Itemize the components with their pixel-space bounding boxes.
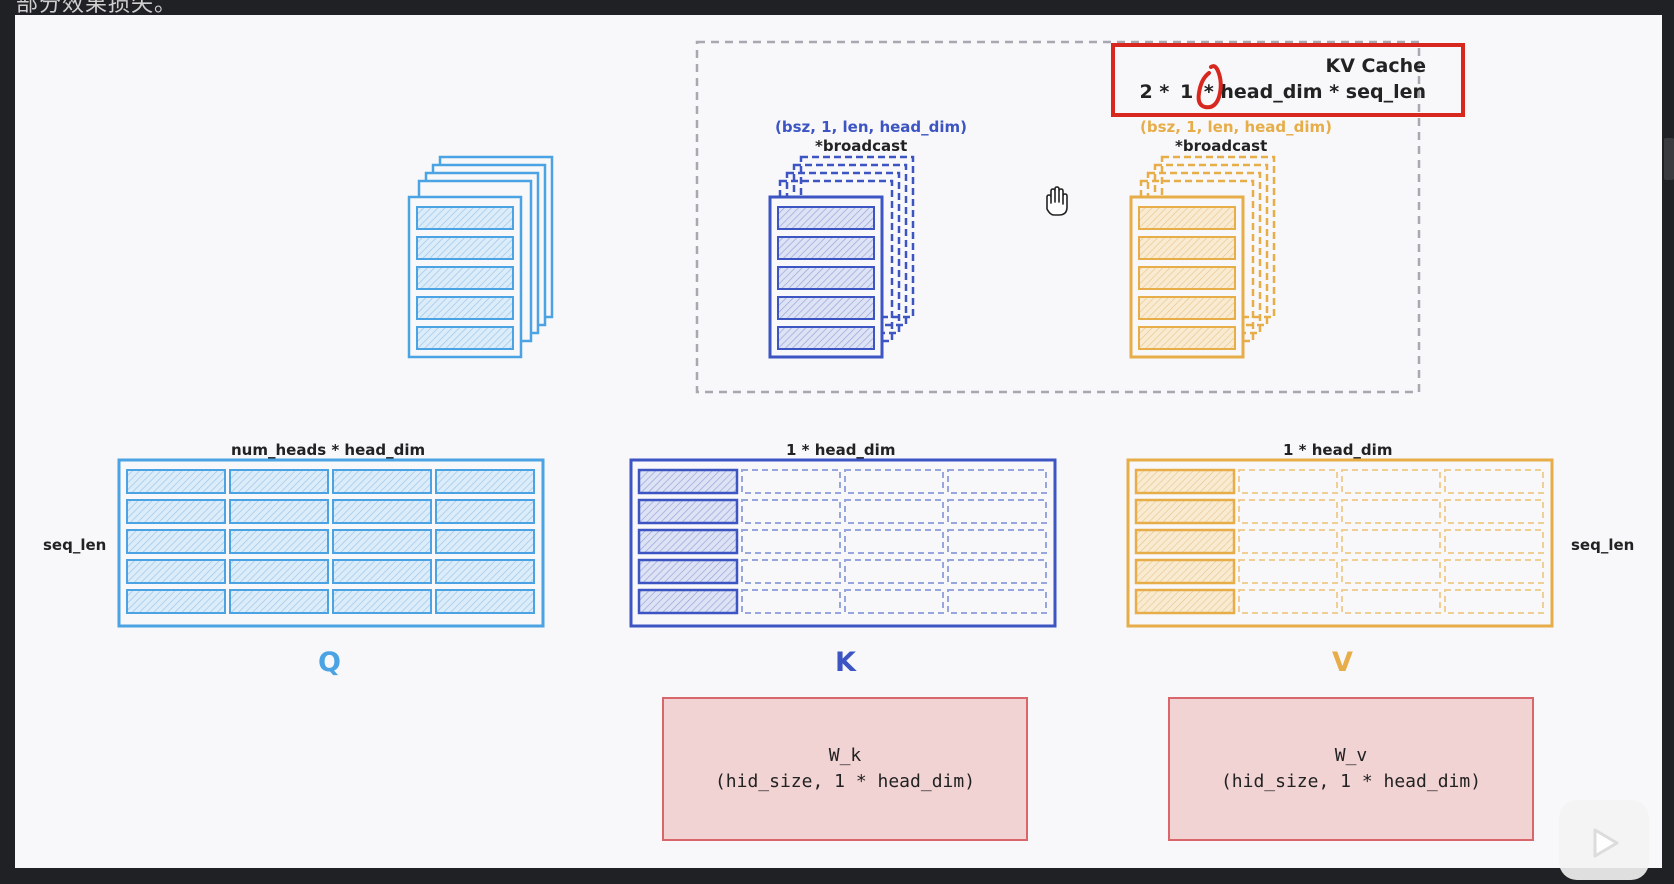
w-k-shape: (hid_size, 1 * head_dim): [714, 771, 976, 792]
w-v-name: W_v: [1334, 745, 1368, 766]
w-k-box: W_k (hid_size, 1 * head_dim): [662, 697, 1028, 841]
diagram-canvas: KV Cache 2 * 1 * head_dim * seq_len (bsz…: [15, 15, 1662, 868]
k-head-stack: [768, 155, 915, 359]
k-matrix-top-label: 1 * head_dim: [786, 441, 896, 459]
play-button[interactable]: [1559, 800, 1649, 880]
v-matrix-name: V: [1332, 647, 1353, 678]
q-head-stack: [407, 155, 554, 359]
k-matrix: [629, 458, 1057, 628]
k-stack-shape-label: (bsz, 1, len, head_dim): [775, 118, 968, 136]
q-matrix: [117, 458, 545, 628]
q-matrix-side-label: seq_len: [43, 536, 107, 554]
top-caption: 部分效果损失。: [16, 0, 178, 17]
kv-cache-formula-post: * head_dim * seq_len: [1203, 81, 1426, 103]
v-matrix-side-label: seq_len: [1571, 536, 1635, 554]
kv-cache-title: KV Cache: [1325, 55, 1426, 77]
play-icon: [1593, 828, 1619, 858]
w-v-shape: (hid_size, 1 * head_dim): [1220, 771, 1482, 792]
v-matrix-top-label: 1 * head_dim: [1283, 441, 1393, 459]
kv-cache-formula-pre: 2 *: [1139, 81, 1170, 103]
v-matrix: [1126, 458, 1554, 628]
kv-cache-highlight-box: [1111, 43, 1465, 117]
v-head-stack: [1129, 155, 1276, 359]
kv-cache-region: [695, 40, 1421, 394]
v-stack-shape-label: (bsz, 1, len, head_dim): [1140, 118, 1333, 136]
k-matrix-name: K: [835, 647, 856, 678]
q-matrix-name: Q: [318, 647, 341, 678]
diagram-svg: [117, 40, 1554, 628]
handwritten-circle-annotation: [1196, 64, 1223, 110]
q-matrix-top-label: num_heads * head_dim: [231, 441, 426, 459]
v-stack-broadcast-note: *broadcast: [1175, 137, 1268, 155]
kv-cache-annotated-digit: 1: [1179, 81, 1194, 103]
kv-cache-formula: 2 * 1 * head_dim * seq_len: [1140, 81, 1426, 103]
hand-cursor-icon: [1046, 186, 1068, 216]
w-v-box: W_v (hid_size, 1 * head_dim): [1168, 697, 1534, 841]
w-k-name: W_k: [828, 745, 862, 766]
k-stack-broadcast-note: *broadcast: [815, 137, 908, 155]
scrollbar-thumb[interactable]: [1664, 138, 1674, 180]
